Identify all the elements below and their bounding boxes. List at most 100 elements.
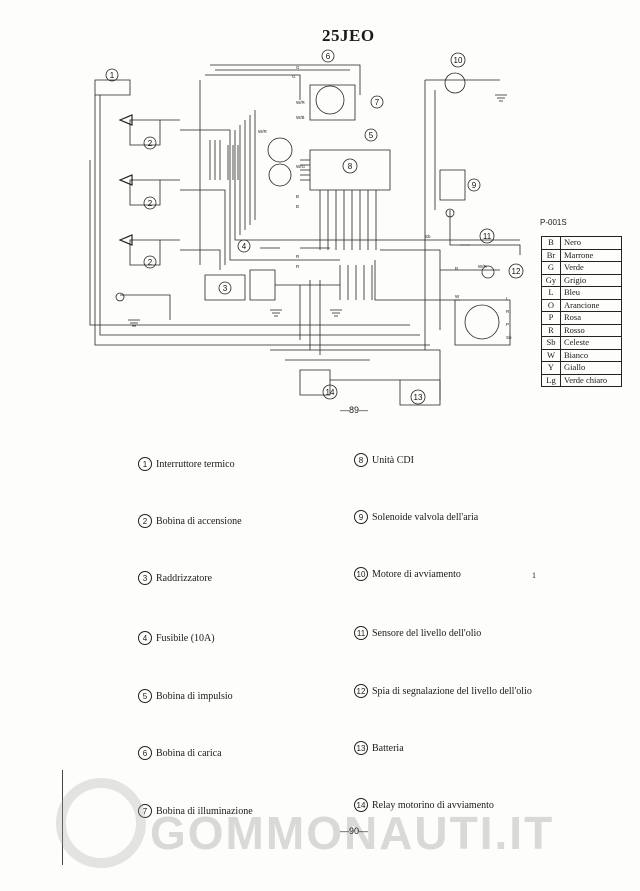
wire-mark: Sb — [506, 335, 512, 340]
diagram-title: 25JEO — [322, 26, 375, 45]
svg-text:14: 14 — [326, 388, 335, 397]
callout-14: 14 — [322, 384, 338, 400]
wire-mark: W/R — [258, 129, 267, 134]
callout-2c: 2 — [143, 255, 157, 269]
callout-12: 12 — [508, 263, 524, 279]
color-code: G — [541, 261, 561, 275]
svg-text:9: 9 — [472, 181, 477, 190]
callout-11: 11 — [479, 228, 495, 244]
color-name: Rosso — [560, 323, 622, 337]
color-code: Lg — [541, 373, 561, 387]
wire-mark: R — [296, 264, 300, 269]
page-number-top: —89— — [340, 405, 369, 415]
svg-text:2: 2 — [148, 139, 153, 148]
color-code: B — [541, 236, 561, 250]
color-name: Nero — [560, 236, 622, 250]
page-number-bottom: —90— — [340, 826, 369, 836]
callout-7: 7 — [370, 95, 384, 109]
svg-text:11: 11 — [483, 232, 492, 241]
color-code: O — [541, 298, 561, 312]
wire-mark: L — [506, 296, 509, 301]
wire-mark: G — [292, 74, 296, 79]
svg-text:1: 1 — [110, 71, 115, 80]
svg-text:5: 5 — [369, 131, 374, 140]
wire-mark: W/G — [296, 164, 305, 169]
wire-mark: G — [296, 65, 300, 70]
color-name: Giallo — [560, 361, 622, 375]
watermark-text: GOMMONAUTI.IT — [150, 807, 555, 859]
color-name: Bianco — [560, 348, 622, 362]
wire-mark: R — [506, 309, 510, 314]
svg-text:7: 7 — [375, 98, 380, 107]
callout-13: 13 — [410, 389, 426, 405]
svg-text:2: 2 — [148, 258, 153, 267]
color-name: Verde chiaro — [560, 373, 622, 387]
wire-mark: W/R — [478, 264, 487, 269]
callout-2b: 2 — [143, 196, 157, 210]
svg-text:8: 8 — [348, 162, 353, 171]
wire-mark: W/R — [296, 100, 305, 105]
color-name: Grigio — [560, 273, 622, 287]
svg-text:6: 6 — [326, 52, 331, 61]
svg-text:13: 13 — [414, 393, 423, 402]
wire-mark: B — [296, 204, 299, 209]
wire-mark: W — [455, 294, 460, 299]
stray-mark: 1 — [532, 571, 536, 580]
wire-mark: P — [506, 322, 509, 327]
svg-text:2: 2 — [148, 199, 153, 208]
wire-mark: B — [296, 194, 299, 199]
callout-1: 1 — [105, 68, 119, 82]
color-name: Bleu — [560, 286, 622, 300]
svg-text:4: 4 — [242, 242, 247, 251]
color-name: Arancione — [560, 298, 622, 312]
callout-5: 5 — [364, 128, 378, 142]
svg-text:12: 12 — [512, 267, 521, 276]
wiring-diagram: G G W/R W/B W/R W/G B B R R W Sb W/R B L… — [89, 49, 524, 406]
color-code: L — [541, 286, 561, 300]
color-code: R — [541, 323, 561, 337]
svg-text:10: 10 — [454, 56, 463, 65]
color-code: Gy — [541, 273, 561, 287]
color-name: Celeste — [560, 336, 622, 350]
wire-mark: R — [296, 254, 300, 259]
callout-2a: 2 — [143, 136, 157, 150]
color-code: Y — [541, 361, 561, 375]
callout-3: 3 — [218, 281, 232, 295]
callout-8: 8 — [342, 158, 358, 174]
wire-mark: Sb — [425, 234, 431, 239]
svg-text:3: 3 — [223, 284, 228, 293]
callout-4: 4 — [237, 239, 251, 253]
callout-9: 9 — [467, 178, 481, 192]
wire-mark: B — [455, 266, 458, 271]
part-code: P-001S — [540, 218, 567, 227]
color-name: Verde — [560, 261, 622, 275]
watermark-logo — [56, 778, 146, 868]
color-code: P — [541, 311, 561, 325]
wire-mark: W/B — [296, 115, 305, 120]
